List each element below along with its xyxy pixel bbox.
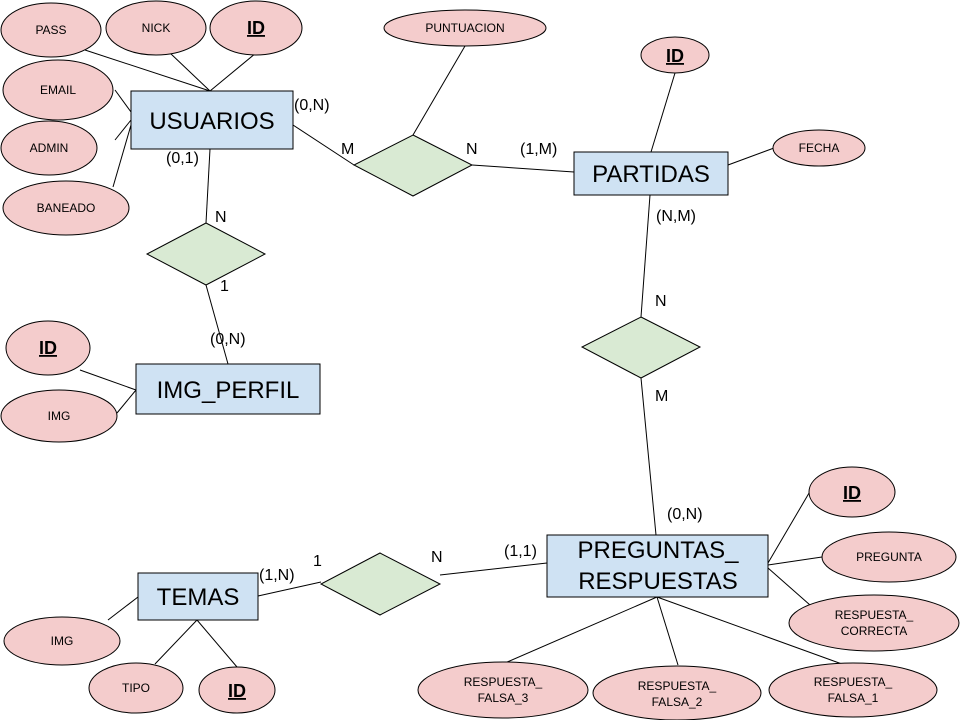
attribute-respuesta-falsa-1: RESPUESTA_ FALSA_1 [768, 662, 938, 718]
attribute-tipo-label: TIPO [122, 681, 150, 695]
attribute-admin-label: ADMIN [30, 141, 69, 155]
attribute-tipo: TIPO [88, 662, 184, 714]
attribute-respuesta-falsa-3: RESPUESTA_ FALSA_3 [417, 661, 589, 719]
attribute-usuarios-id-label: ID [247, 18, 265, 38]
relationship-juega [352, 134, 474, 197]
cardinality-usuarios-partidas: (0,N) [294, 97, 330, 114]
attribute-respuesta-falsa-3-label-line2: FALSA_3 [478, 691, 529, 705]
attribute-puntuacion: PUNTUACION [383, 9, 547, 47]
entity-partidas: PARTIDAS [573, 151, 729, 196]
attribute-preguntas-id: ID [808, 466, 896, 518]
attribute-temas-img: IMG [3, 616, 121, 666]
attribute-fecha: FECHA [772, 129, 866, 167]
attribute-pregunta-label: PREGUNTA [856, 550, 922, 564]
entity-usuarios: USUARIOS [130, 90, 294, 150]
attribute-respuesta-correcta-label-line2: CORRECTA [841, 624, 907, 638]
cardinality-partidas-usuarios: (1,M) [520, 141, 557, 158]
connector-lines [79, 45, 854, 669]
attribute-email: EMAIL [2, 59, 114, 121]
entity-preguntas-label-line2: RESPUESTAS [578, 568, 738, 595]
attribute-fecha-label: FECHA [799, 141, 840, 155]
attribute-baneado: BANEADO [2, 180, 130, 236]
entity-img-perfil-label: IMG_PERFIL [157, 377, 300, 404]
cardinality-juega-n: N [466, 141, 478, 158]
attribute-pregunta: PREGUNTA [821, 531, 957, 583]
attribute-temas-img-label: IMG [51, 634, 74, 648]
cardinality-juega-m: M [341, 141, 354, 158]
cardinality-img-1: 1 [220, 278, 229, 295]
cardinality-img-n: N [215, 209, 227, 226]
attribute-puntuacion-label: PUNTUACION [425, 21, 504, 35]
entity-temas-label: TEMAS [157, 584, 240, 611]
attribute-partidas-id-label: ID [666, 46, 684, 66]
attribute-email-label: EMAIL [40, 83, 76, 97]
attribute-nick-label: NICK [142, 21, 171, 35]
cardinality-pertenece-1: 1 [313, 553, 322, 570]
cardinality-usuarios-img: (0,1) [166, 150, 199, 167]
entity-img-perfil: IMG_PERFIL [135, 363, 321, 415]
attribute-respuesta-falsa-2: RESPUESTA_ FALSA_2 [592, 665, 762, 720]
attribute-preguntas-id-label: ID [843, 483, 861, 503]
relationship-tiene-img [145, 222, 267, 286]
attribute-baneado-label: BANEADO [37, 201, 96, 215]
entity-preguntas-label-line1: PREGUNTAS_ [578, 537, 740, 564]
attribute-admin: ADMIN [0, 120, 98, 176]
cardinality-pertenece-n: N [431, 549, 443, 566]
entity-temas: TEMAS [137, 572, 259, 621]
attribute-partidas-id: ID [640, 36, 710, 74]
cardinality-preguntas-partidas: (0,N) [667, 506, 703, 523]
attribute-img-perfil-id-label: ID [39, 338, 57, 358]
attribute-respuesta-falsa-1-label-line1: RESPUESTA_ [814, 675, 893, 689]
attribute-respuesta-falsa-2-label-line1: RESPUESTA_ [638, 679, 717, 693]
cardinality-contiene-n: N [655, 293, 667, 310]
attribute-respuesta-correcta: RESPUESTA_ CORRECTA [788, 594, 960, 652]
attribute-nick: NICK [105, 0, 207, 56]
cardinality-img-usuarios: (0,N) [210, 331, 246, 348]
attribute-temas-id: ID [198, 666, 276, 714]
attribute-usuarios-id: ID [209, 0, 303, 56]
entity-usuarios-label: USUARIOS [149, 108, 274, 135]
relationship-contiene [580, 316, 702, 379]
cardinality-contiene-m: M [655, 388, 668, 405]
attribute-img-perfil-img-label: IMG [48, 409, 71, 423]
attribute-respuesta-falsa-1-label-line2: FALSA_1 [828, 691, 879, 705]
relationship-pertenece [319, 552, 442, 616]
cardinality-partidas-preguntas: (N,M) [656, 208, 696, 225]
attribute-img-perfil-img: IMG [0, 389, 118, 443]
cardinality-preguntas-temas: (1,1) [504, 543, 537, 560]
attribute-img-perfil-id: ID [5, 320, 91, 376]
attribute-respuesta-falsa-2-label-line2: FALSA_2 [652, 695, 703, 709]
attribute-respuesta-correcta-label-line1: RESPUESTA_ [835, 608, 914, 622]
entity-preguntas-respuestas: PREGUNTAS_ RESPUESTAS [546, 534, 769, 598]
attribute-respuesta-falsa-3-label-line1: RESPUESTA_ [464, 675, 543, 689]
attribute-pass: PASS [0, 2, 102, 58]
attribute-temas-id-label: ID [228, 681, 246, 701]
attribute-pass-label: PASS [35, 23, 66, 37]
entity-partidas-label: PARTIDAS [592, 161, 710, 188]
cardinality-temas-preguntas: (1,N) [259, 567, 295, 584]
